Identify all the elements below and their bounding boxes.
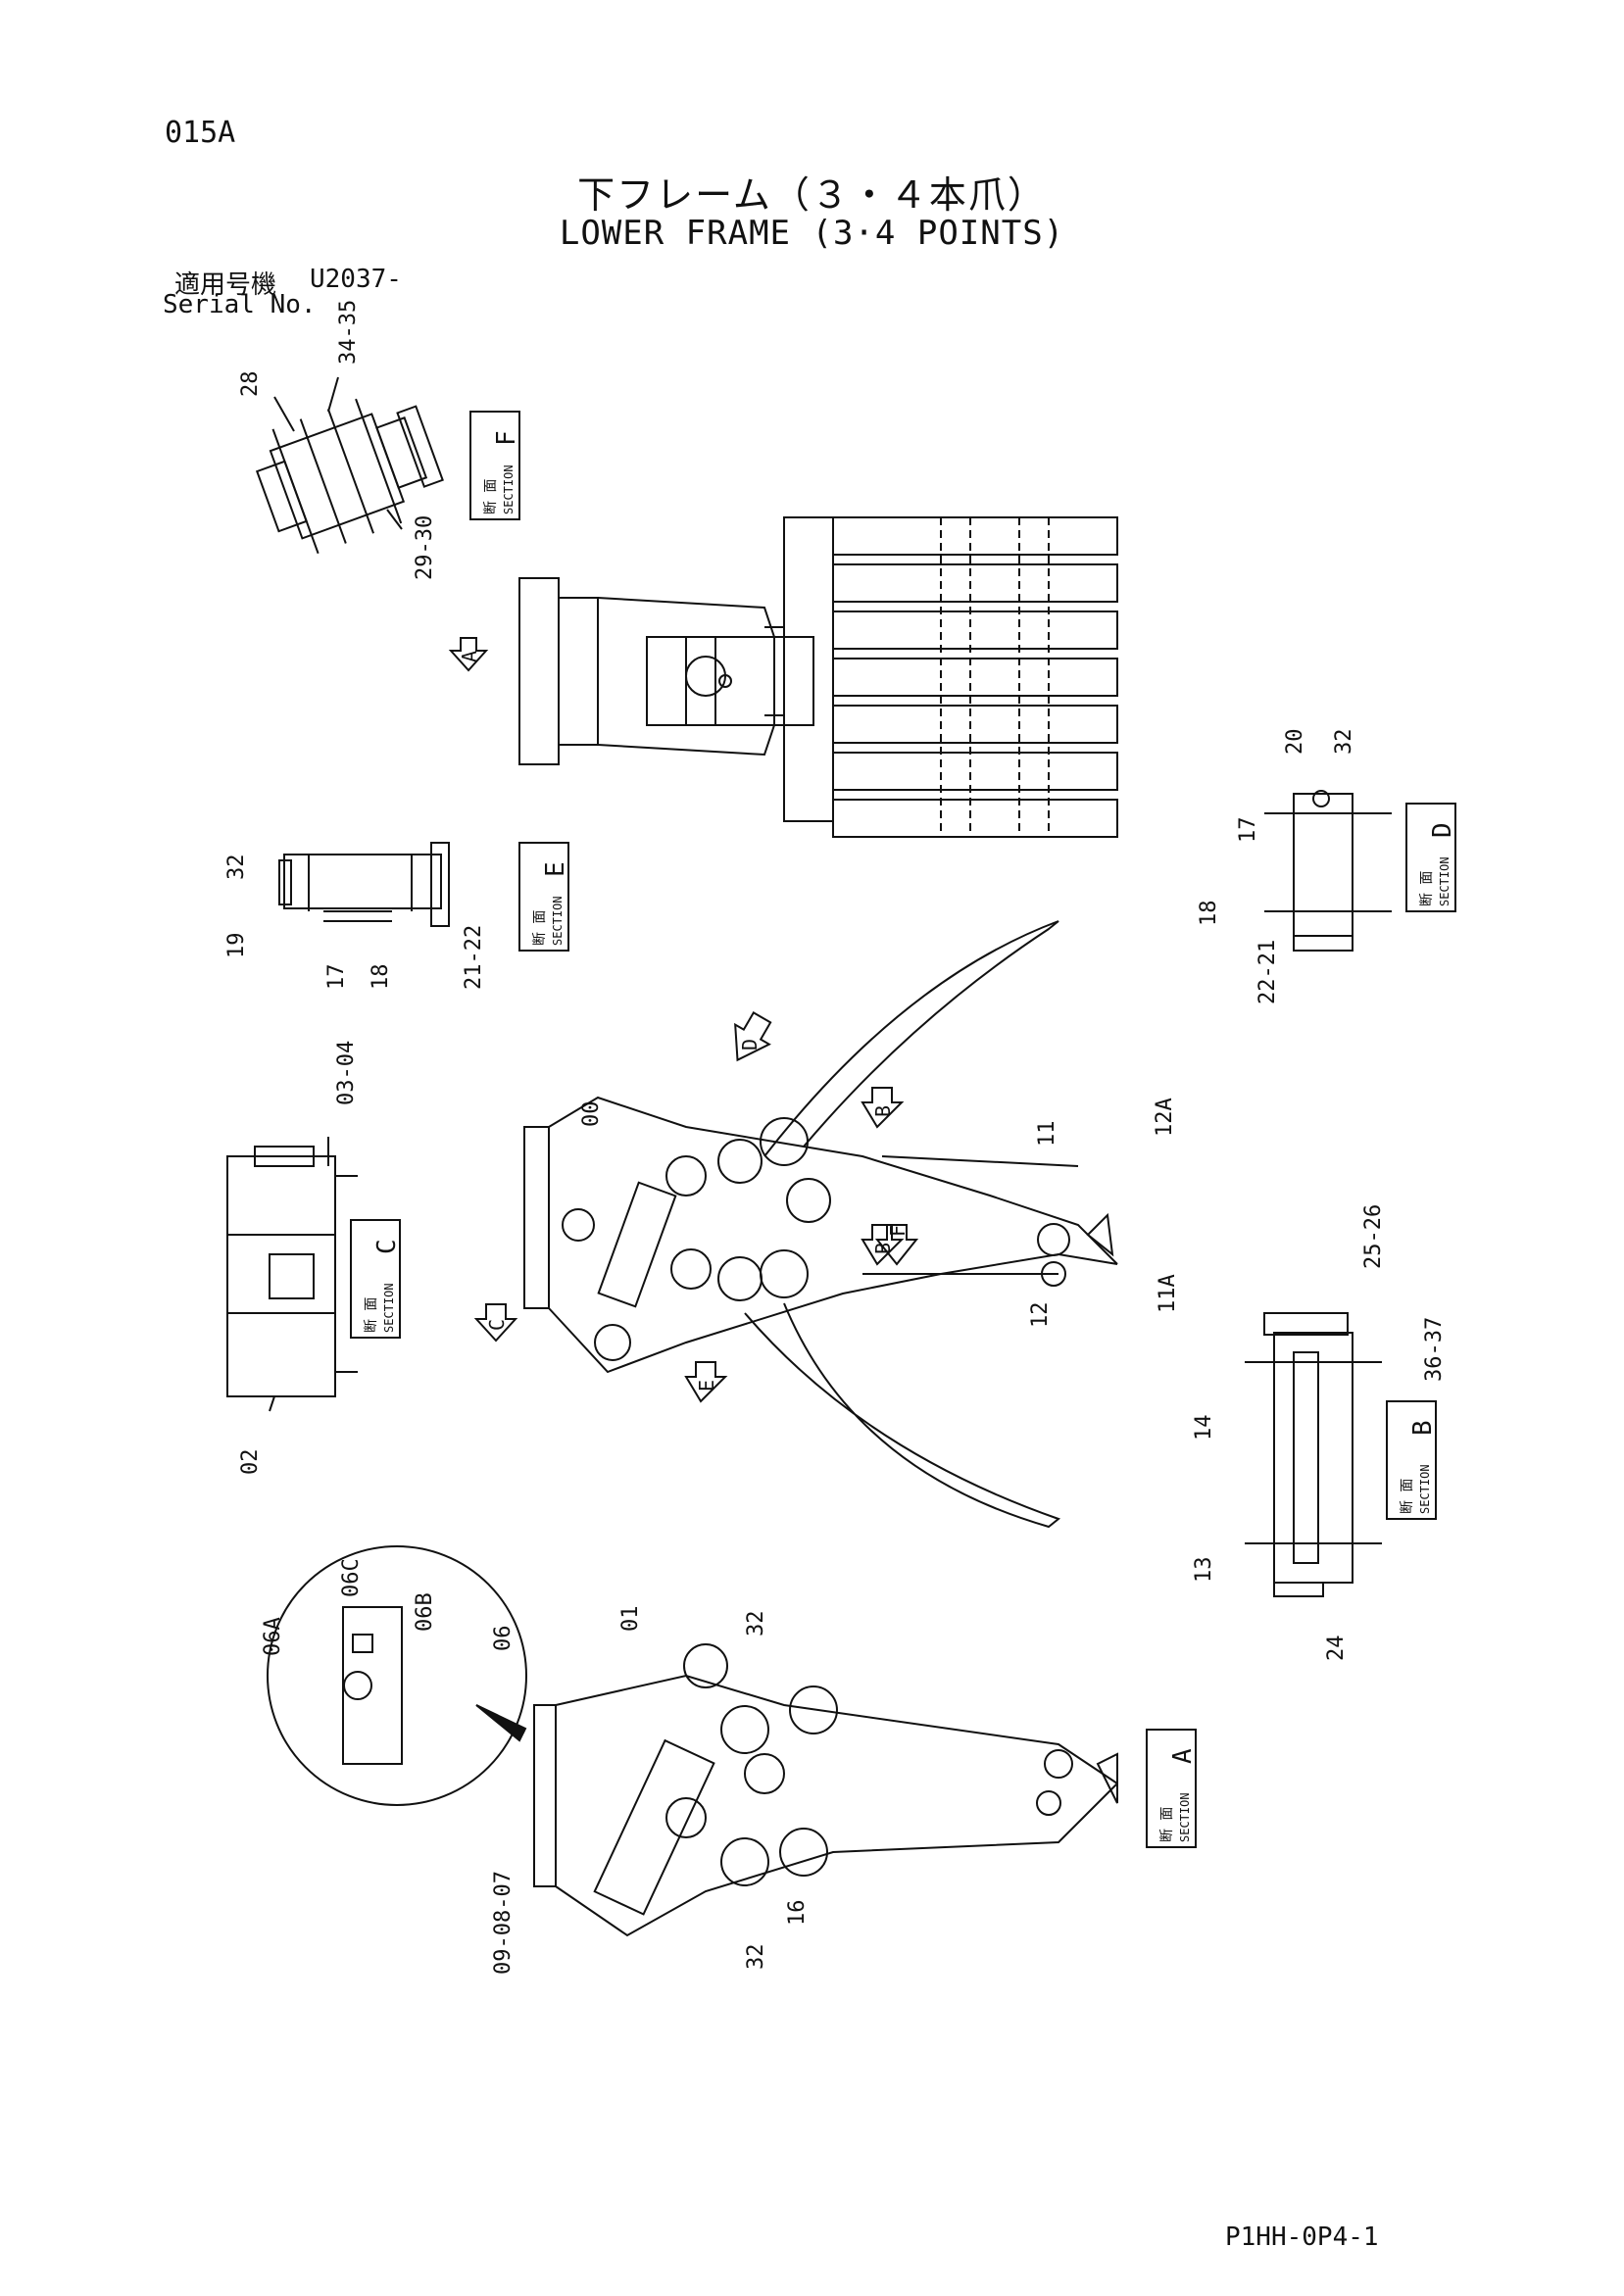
svg-text:SECTION: SECTION xyxy=(382,1283,396,1333)
section-f-detail: 20 32 17 18 22-21 xyxy=(1197,729,1392,1004)
view-arrow-e: E xyxy=(684,1361,728,1403)
svg-text:断 面: 断 面 xyxy=(1159,1807,1175,1842)
label-03-04: 03-04 xyxy=(334,1041,359,1105)
label-12: 12 xyxy=(1028,1302,1053,1329)
label-06: 06 xyxy=(491,1626,516,1652)
label-13: 13 xyxy=(1192,1557,1216,1584)
section-e-detail: 32 19 17 18 21-22 xyxy=(224,842,486,991)
label-32-f: 32 xyxy=(1332,729,1356,756)
view-arrow-b-lower: B xyxy=(861,1224,905,1266)
section-d-detail: 28 34-35 29-30 xyxy=(238,300,444,580)
label-24: 24 xyxy=(1324,1636,1349,1662)
finger-bars xyxy=(832,516,1118,838)
svg-text:E: E xyxy=(541,861,570,877)
view-arrow-d: D xyxy=(734,1010,772,1062)
label-22-21: 22-21 xyxy=(1255,940,1280,1004)
main-side-view xyxy=(523,920,1118,1529)
label-32-b: 32 xyxy=(744,1944,768,1971)
page-title-japanese: 下フレーム（３・４本爪） xyxy=(577,173,1047,217)
svg-text:断 面: 断 面 xyxy=(532,910,548,946)
label-11: 11 xyxy=(1035,1121,1059,1148)
label-25-26: 25-26 xyxy=(1361,1204,1386,1269)
label-16: 16 xyxy=(785,1900,810,1927)
svg-text:断 面: 断 面 xyxy=(1400,1479,1415,1514)
label-32-a: 32 xyxy=(744,1611,768,1637)
svg-text:断 面: 断 面 xyxy=(364,1297,379,1333)
svg-text:C: C xyxy=(372,1239,402,1254)
section-box-d: 断 面 SECTION F xyxy=(469,411,521,520)
svg-text:SECTION: SECTION xyxy=(1418,1464,1432,1514)
svg-text:A: A xyxy=(1168,1748,1198,1764)
label-06A: 06A xyxy=(261,1617,285,1656)
svg-text:C: C xyxy=(485,1319,509,1331)
svg-text:B: B xyxy=(871,1105,895,1117)
section-box-b: 断 面 SECTION B xyxy=(1386,1400,1438,1520)
serial-label-japanese: 適用号機 xyxy=(174,270,277,300)
svg-text:SECTION: SECTION xyxy=(1438,856,1452,906)
label-20: 20 xyxy=(1283,729,1307,756)
svg-text:SECTION: SECTION xyxy=(551,896,565,946)
label-06C: 06C xyxy=(339,1558,364,1597)
svg-text:E: E xyxy=(695,1380,718,1392)
label-17: 17 xyxy=(324,964,349,991)
section-box-a: 断 面 SECTION A xyxy=(1146,1729,1198,1848)
label-32: 32 xyxy=(224,855,249,881)
page-code: 015A xyxy=(165,116,236,150)
label-19: 19 xyxy=(224,933,249,959)
svg-text:F: F xyxy=(492,430,521,446)
svg-text:断 面: 断 面 xyxy=(1419,871,1435,906)
svg-text:D: D xyxy=(1428,822,1457,838)
page-title-english: LOWER FRAME (3·4 POINTS) xyxy=(559,214,1065,253)
serial-label-english: Serial No. xyxy=(163,290,317,319)
label-02: 02 xyxy=(238,1449,263,1476)
label-28: 28 xyxy=(238,371,263,398)
serial-number-value: U2037- xyxy=(310,265,402,294)
label-06B: 06B xyxy=(413,1592,437,1632)
svg-text:F: F xyxy=(886,1225,910,1237)
label-14: 14 xyxy=(1192,1415,1216,1441)
section-c-detail: 03-04 02 xyxy=(226,1041,359,1476)
label-17-f: 17 xyxy=(1236,817,1260,844)
section-a-detail xyxy=(267,1545,1118,1937)
top-plan-view xyxy=(518,516,1118,838)
view-arrow-c: C xyxy=(473,1303,518,1343)
label-21-22: 21-22 xyxy=(462,925,486,990)
label-36-37: 36-37 xyxy=(1422,1317,1447,1382)
svg-text:D: D xyxy=(738,1039,762,1050)
section-box-e: 断 面 SECTION E xyxy=(518,842,570,952)
label-18-f: 18 xyxy=(1197,901,1221,927)
label-11A: 11A xyxy=(1156,1274,1180,1313)
svg-text:断 面: 断 面 xyxy=(483,479,499,514)
label-29-30: 29-30 xyxy=(413,515,437,580)
label-18: 18 xyxy=(369,964,393,991)
label-09-08-07: 09-08-07 xyxy=(491,1871,516,1975)
label-12A: 12A xyxy=(1153,1098,1177,1137)
svg-text:B: B xyxy=(1408,1420,1438,1436)
svg-text:B: B xyxy=(871,1243,895,1254)
label-00: 00 xyxy=(579,1101,604,1128)
view-arrow-a: A xyxy=(448,637,489,672)
label-34-35: 34-35 xyxy=(336,300,361,365)
svg-text:SECTION: SECTION xyxy=(502,464,516,514)
section-b-detail: 25-26 36-37 14 13 24 xyxy=(1192,1204,1447,1661)
view-arrow-b-upper: B xyxy=(861,1087,905,1129)
svg-text:A: A xyxy=(458,651,481,662)
svg-text:SECTION: SECTION xyxy=(1178,1792,1192,1842)
section-box-c: 断 面 SECTION C xyxy=(350,1219,402,1339)
section-box-f: 断 面 SECTION D xyxy=(1405,803,1457,912)
main-view-labels: 00 11 12A 11A 12 xyxy=(579,1098,1180,1328)
document-code: P1HH-0P4-1 xyxy=(1225,2223,1379,2252)
section-a-labels: 06A 06C 06B 06 01 32 09-08-07 32 16 xyxy=(261,1558,810,1975)
label-01: 01 xyxy=(618,1606,643,1633)
